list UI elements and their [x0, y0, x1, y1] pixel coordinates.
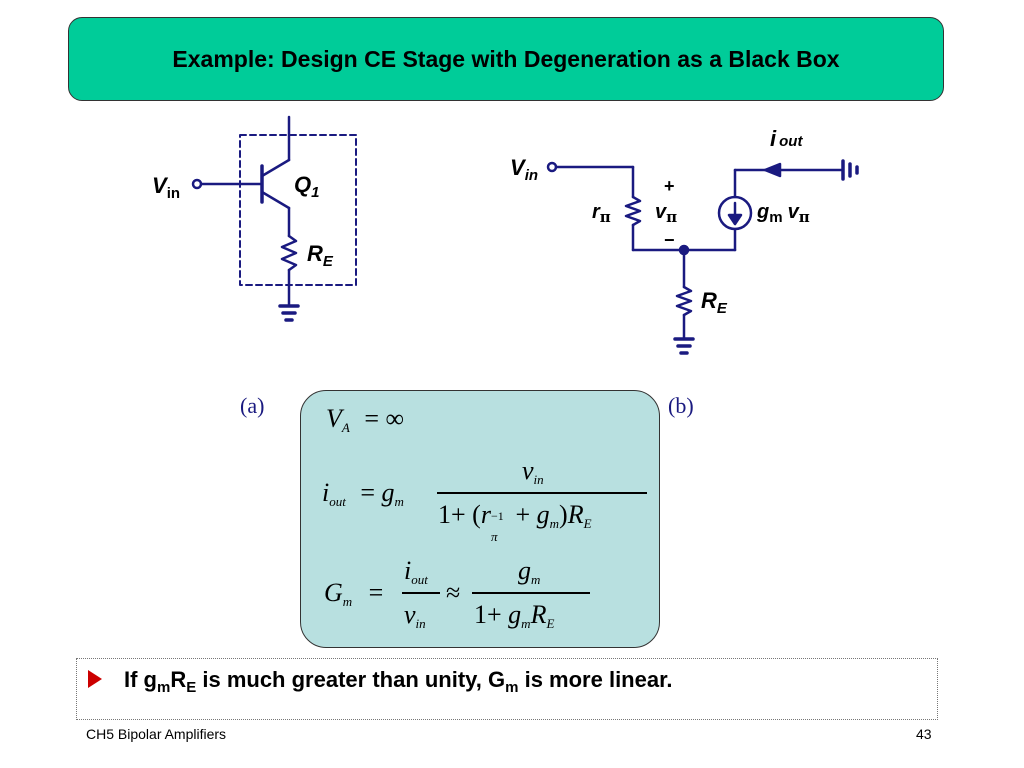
equation-gm-f1-denominator: vin [404, 600, 426, 631]
fraction-bar-iout [437, 492, 647, 494]
re-a-label: RE [307, 241, 334, 270]
q1-label: Q1 [294, 172, 319, 201]
fraction-bar-gm-1 [402, 592, 440, 594]
rpi-resistor [624, 195, 642, 227]
vin-b-label: Vin [510, 155, 538, 184]
bullet-text: If gmRE is much greater than unity, Gm i… [124, 667, 673, 696]
equation-gm-f1-numerator: iout [404, 556, 428, 587]
equation-gm-lhs: Gm = [324, 578, 384, 609]
re-a-resistor [280, 234, 298, 272]
plus-label: + [664, 176, 675, 196]
bullet-arrow-icon [88, 670, 102, 688]
rpi-label: rπ [592, 201, 611, 226]
equation-gm-f2-denominator: 1+ gmRE [474, 600, 555, 631]
fraction-bar-gm-2 [472, 592, 590, 594]
equation-box [300, 390, 660, 648]
equation-iout-numerator: vin [522, 456, 544, 487]
figure-a-label: (a) [240, 393, 265, 418]
equation-gm-f2-numerator: gm [518, 556, 541, 587]
figure-b-circuit [546, 159, 859, 355]
equation-gm-approx: ≈ [446, 578, 461, 607]
footer-course: CH5 Bipolar Amplifiers [86, 726, 227, 742]
title-banner: Example: Design CE Stage with Degenerati… [68, 17, 944, 101]
bullet-box [76, 658, 938, 720]
vin-a-label: Vin [152, 173, 180, 202]
black-box-outline [239, 134, 357, 286]
slide-title: Example: Design CE Stage with Degenerati… [172, 45, 840, 72]
minus-label: − [664, 230, 675, 250]
iout-arrow [763, 162, 782, 178]
figure-b-label: (b) [668, 393, 694, 418]
equation-va: VA = ∞ [326, 404, 405, 435]
page-number: 43 [916, 726, 932, 742]
figure-a-circuit [191, 115, 357, 322]
re-b-resistor [675, 285, 693, 317]
re-b-label: RE [701, 288, 728, 317]
equation-iout-lhs: iout = gm [322, 478, 404, 509]
vpi-label: vπ [655, 201, 677, 226]
